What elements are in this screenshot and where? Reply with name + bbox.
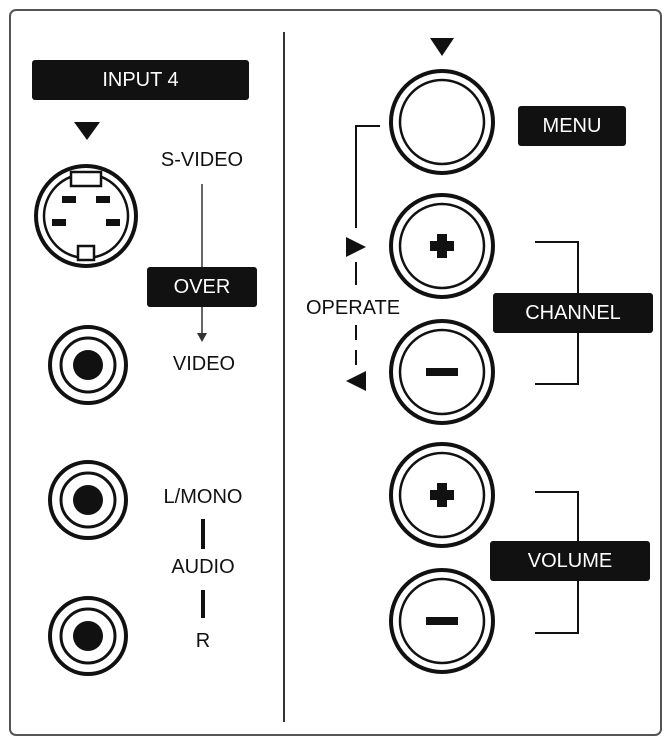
volume-badge: VOLUME bbox=[490, 541, 650, 581]
volume-up-button[interactable] bbox=[391, 444, 493, 546]
menu-badge: MENU bbox=[518, 106, 626, 146]
l-mono-label: L/MONO bbox=[163, 486, 243, 508]
minus-icon bbox=[426, 368, 458, 376]
right-arrow-icon bbox=[346, 237, 366, 257]
video-label: VIDEO bbox=[172, 353, 236, 375]
channel-up-button[interactable] bbox=[391, 195, 493, 297]
r-label: R bbox=[195, 630, 211, 652]
channel-up-button-art bbox=[389, 193, 495, 299]
video-jack bbox=[48, 325, 128, 405]
operate-label: OPERATE bbox=[305, 297, 401, 319]
down-arrow-icon bbox=[74, 122, 100, 140]
s-video-label: S-VIDEO bbox=[160, 149, 244, 171]
audio-left-jack bbox=[48, 460, 128, 540]
down-arrow-icon bbox=[197, 333, 207, 342]
down-arrow-icon bbox=[430, 38, 454, 56]
over-badge: OVER bbox=[147, 267, 257, 307]
panel-frame bbox=[9, 9, 662, 736]
input-4-title: INPUT 4 bbox=[32, 60, 249, 100]
audio-right-jack bbox=[48, 596, 128, 676]
left-arrow-icon bbox=[346, 371, 366, 391]
menu-button-art bbox=[389, 69, 495, 175]
operate-bracket bbox=[355, 125, 380, 365]
volume-down-button-art bbox=[389, 568, 495, 674]
s-video-jack bbox=[34, 164, 138, 268]
volume-up-button-art bbox=[389, 442, 495, 548]
audio-link-bar bbox=[201, 519, 205, 549]
audio-label: AUDIO bbox=[171, 556, 235, 578]
minus-icon bbox=[426, 617, 458, 625]
menu-button[interactable] bbox=[391, 71, 493, 173]
channel-down-button-art bbox=[389, 319, 495, 425]
channel-down-button[interactable] bbox=[391, 321, 493, 423]
channel-badge: CHANNEL bbox=[493, 293, 653, 333]
audio-link-bar bbox=[201, 590, 205, 618]
volume-down-button[interactable] bbox=[391, 570, 493, 672]
